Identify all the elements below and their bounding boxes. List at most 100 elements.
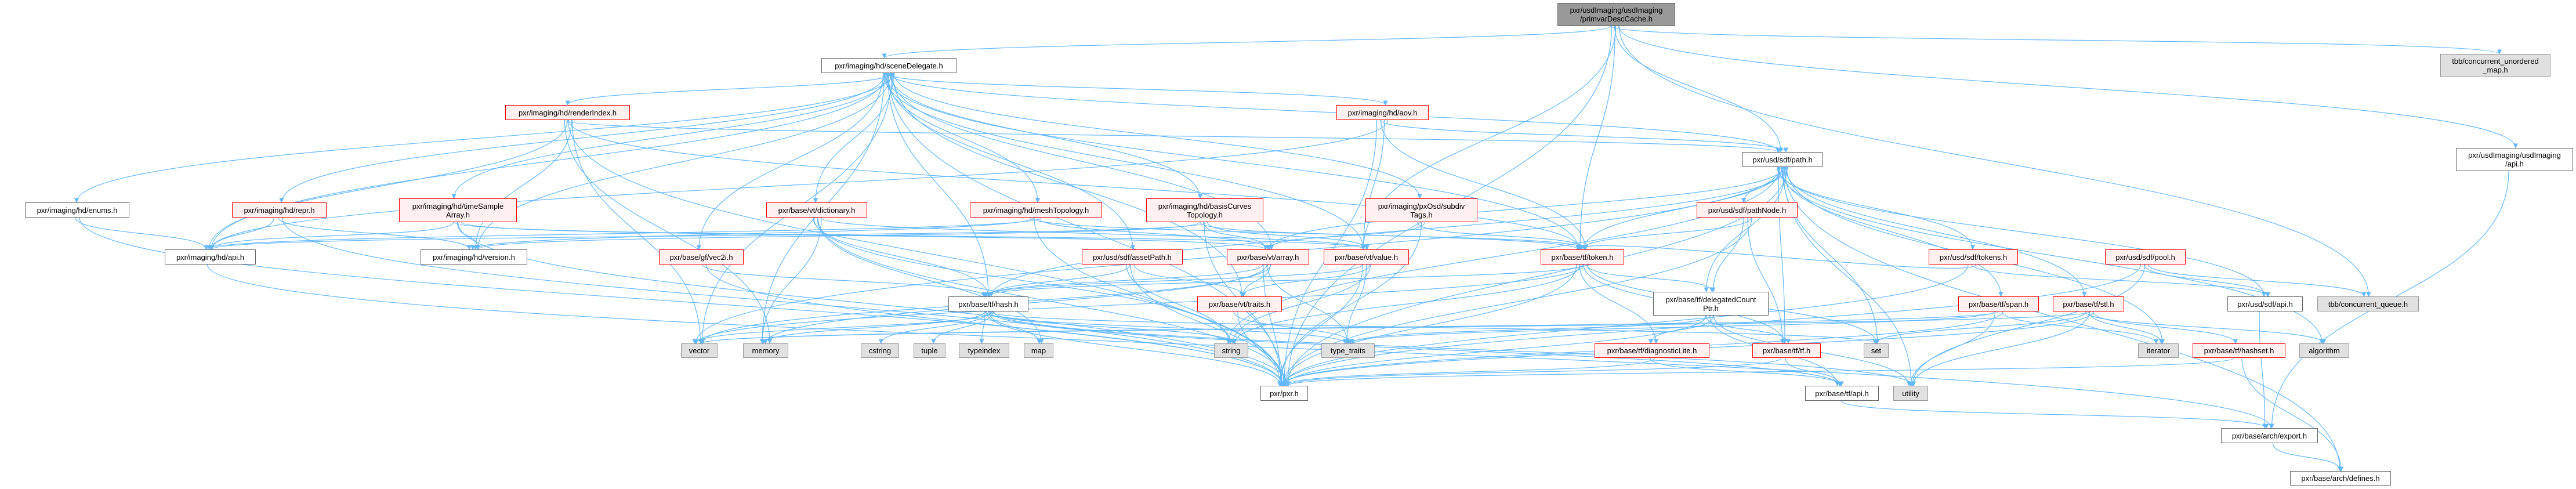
edge-n23-n29 <box>2143 264 2270 297</box>
node-vector[interactable]: vector <box>681 343 718 358</box>
edge-n40-n46 <box>1785 357 1842 386</box>
node-pxr-usd-sdf-api-h[interactable]: pxr/usd/sdf/api.h <box>2227 296 2303 311</box>
node-pxr-usd-sdf-pathnode-h[interactable]: pxr/usd/sdf/pathNode.h <box>1697 202 1798 218</box>
node-typeindex[interactable]: typeindex <box>959 343 1009 358</box>
node-iterator[interactable]: iterator <box>2138 343 2179 358</box>
node-pxr-imaging-hd-basiscurvestopology-h[interactable]: pxr/imaging/hd/basisCurves Topology.h <box>1146 198 1263 222</box>
edge-n8-n16 <box>277 217 472 250</box>
edge-n20-n25 <box>1239 264 1371 297</box>
node-pxr-usd-sdf-assetpath-h[interactable]: pxr/usd/sdf/assetPath.h <box>1082 249 1183 265</box>
edge-n12-n20 <box>1207 222 1369 250</box>
edge-n1-n8 <box>279 73 886 203</box>
edge-n28-n42 <box>2088 311 2164 344</box>
edge-n14-n21 <box>1579 217 1752 250</box>
edge-n1-n12 <box>889 73 1203 199</box>
edge-n27-n38 <box>1346 311 1995 344</box>
edge-n1-n19 <box>890 73 1274 250</box>
node-string[interactable]: string <box>1214 343 1248 358</box>
node-pxr-imaging-pxosd-subdivtags-h[interactable]: pxr/imaging/pxOsd/subdiv Tags.h <box>1365 198 1477 222</box>
edge-n40-n45 <box>1286 357 1782 386</box>
node-pxr-base-tf-span-h[interactable]: pxr/base/tf/span.h <box>1958 296 2039 311</box>
node-pxr-usd-sdf-pool-h[interactable]: pxr/usd/sdf/pool.h <box>2105 249 2186 265</box>
node-tuple[interactable]: tuple <box>914 343 945 358</box>
node-pxr-base-vt-dictionary-h[interactable]: pxr/base/vt/dictionary.h <box>766 202 867 218</box>
node-pxr-imaging-hd-repr-h[interactable]: pxr/imaging/hd/repr.h <box>232 202 327 218</box>
node-pxr-base-tf-delegatedcountptr-h[interactable]: pxr/base/tf/delegatedCount Ptr.h <box>1653 292 1769 316</box>
edge-n1-n11 <box>885 73 1041 203</box>
node-pxr-pxr-h[interactable]: pxr/pxr.h <box>1260 386 1308 401</box>
node-pxr-base-tf-hashset-h[interactable]: pxr/base/tf/hashset.h <box>2193 343 2285 358</box>
edge-n2-n4 <box>563 119 1780 153</box>
node-cstring[interactable]: cstring <box>861 343 899 358</box>
node-pxr-base-tf-api-h[interactable]: pxr/base/tf/api.h <box>1805 386 1879 401</box>
edge-n4-n49 <box>1784 166 2343 472</box>
edge-n2-n21 <box>568 119 1583 250</box>
edge-n4-n28 <box>1785 166 2087 297</box>
node-pxr-imaging-hd-meshtopology-h[interactable]: pxr/imaging/hd/meshTopology.h <box>970 202 1102 218</box>
edge-n26-n38 <box>1349 315 1711 344</box>
node-utility[interactable]: utility <box>1893 386 1928 401</box>
edge-n1-n7 <box>74 73 894 203</box>
node-pxr-imaging-hd-version-h[interactable]: pxr/imaging/hd/version.h <box>421 249 527 265</box>
node-pxr-imaging-hd-api-h[interactable]: pxr/imaging/hd/api.h <box>165 249 256 265</box>
edge-n0-n5 <box>1618 26 2519 148</box>
node-pxr-base-gf-vec2i-h[interactable]: pxr/base/gf/vec2i.h <box>659 249 744 265</box>
edge-n0-n21 <box>1577 26 1616 250</box>
node-pxr-base-vt-traits-h[interactable]: pxr/base/vt/traits.h <box>1197 296 1282 311</box>
edge-n27-n31 <box>700 311 1999 344</box>
edge-n4-n27 <box>1781 166 2003 297</box>
node-memory[interactable]: memory <box>743 343 788 358</box>
edge-n4-n29 <box>1777 166 2267 297</box>
node-type-traits[interactable]: type_traits <box>1321 343 1375 358</box>
edge-n24-n35 <box>979 311 986 344</box>
node-pxr-imaging-hd-aov-h[interactable]: pxr/imaging/hd/aov.h <box>1336 105 1429 120</box>
edge-n1-n25 <box>892 73 1245 297</box>
node-pxr-base-tf-stl-h[interactable]: pxr/base/tf/stl.h <box>2053 296 2124 311</box>
edge-n18-n25 <box>1133 264 1247 297</box>
node-pxr-base-tf-diagnosticlite-h[interactable]: pxr/base/tf/diagnosticLite.h <box>1595 343 1709 358</box>
edge-n8-n15 <box>209 217 275 250</box>
edge-n14-n45 <box>1280 217 1752 386</box>
node-pxr-imaging-hd-enums-h[interactable]: pxr/imaging/hd/enums.h <box>25 202 129 218</box>
edge-n19-n38 <box>1267 264 1350 344</box>
edge-n43-n45 <box>1285 357 2235 386</box>
edge-n1-n4 <box>888 73 1782 153</box>
edge-n24-n41 <box>989 311 1879 344</box>
node-pxr-base-arch-export-h[interactable]: pxr/base/arch/export.h <box>2221 428 2318 443</box>
node-map[interactable]: map <box>1024 343 1053 358</box>
edge-n14-n40 <box>1747 217 1785 344</box>
node-pxr-usd-sdf-path-h[interactable]: pxr/usd/sdf/path.h <box>1742 152 1823 167</box>
edge-n28-n31 <box>698 311 2091 344</box>
edge-n10-n37 <box>813 217 1233 344</box>
node-pxr-usdimaging-usdimaging-primvardesccache-h[interactable]: pxr/usdImaging/usdImaging /primvarDescCa… <box>1557 3 1675 26</box>
node-pxr-base-vt-value-h[interactable]: pxr/base/vt/value.h <box>1324 249 1409 265</box>
node-algorithm[interactable]: algorithm <box>2299 343 2349 358</box>
node-pxr-base-arch-defines-h[interactable]: pxr/base/arch/defines.h <box>2290 471 2391 486</box>
edge-n0-n4 <box>1614 26 1784 153</box>
node-tbb-concurrent-unordered-map-h[interactable]: tbb/concurrent_unordered _map.h <box>2440 54 2550 77</box>
edge-n4-n24 <box>988 166 1788 297</box>
node-pxr-base-tf-tf-h[interactable]: pxr/base/tf/tf.h <box>1752 343 1821 358</box>
edge-n20-n38 <box>1344 264 1367 344</box>
edge-n1-n45 <box>887 73 1287 386</box>
edge-n1-n20 <box>883 73 1366 250</box>
node-pxr-imaging-hd-timesamplearray-h[interactable]: pxr/imaging/hd/timeSample Array.h <box>399 198 517 222</box>
node-pxr-imaging-hd-renderindex-h[interactable]: pxr/imaging/hd/renderIndex.h <box>505 105 630 120</box>
edge-n17-n45 <box>706 264 1285 386</box>
node-set[interactable]: set <box>1864 343 1889 358</box>
node-pxr-usdimaging-usdimaging-api-h[interactable]: pxr/usdImaging/usdImaging /api.h <box>2456 148 2573 171</box>
edge-n9-n45 <box>457 222 1291 386</box>
node-pxr-imaging-hd-scenedelegate-h[interactable]: pxr/imaging/hd/sceneDelegate.h <box>821 58 957 73</box>
edge-n27-n47 <box>1908 311 1996 386</box>
edge-n24-n33 <box>878 311 989 344</box>
edge-n11-n16 <box>470 217 1034 250</box>
node-pxr-base-tf-hash-h[interactable]: pxr/base/tf/hash.h <box>948 296 1028 311</box>
node-pxr-base-tf-token-h[interactable]: pxr/base/tf/token.h <box>1541 249 1624 265</box>
node-tbb-concurrent-queue-h[interactable]: tbb/concurrent_queue.h <box>2317 296 2419 311</box>
edge-n25-n45 <box>1237 311 1283 386</box>
node-pxr-usd-sdf-tokens-h[interactable]: pxr/usd/sdf/tokens.h <box>1929 249 2018 265</box>
edge-n1-n15 <box>209 73 887 250</box>
node-pxr-base-vt-array-h[interactable]: pxr/base/vt/array.h <box>1227 249 1309 265</box>
edge-n1-n21 <box>884 73 1581 250</box>
